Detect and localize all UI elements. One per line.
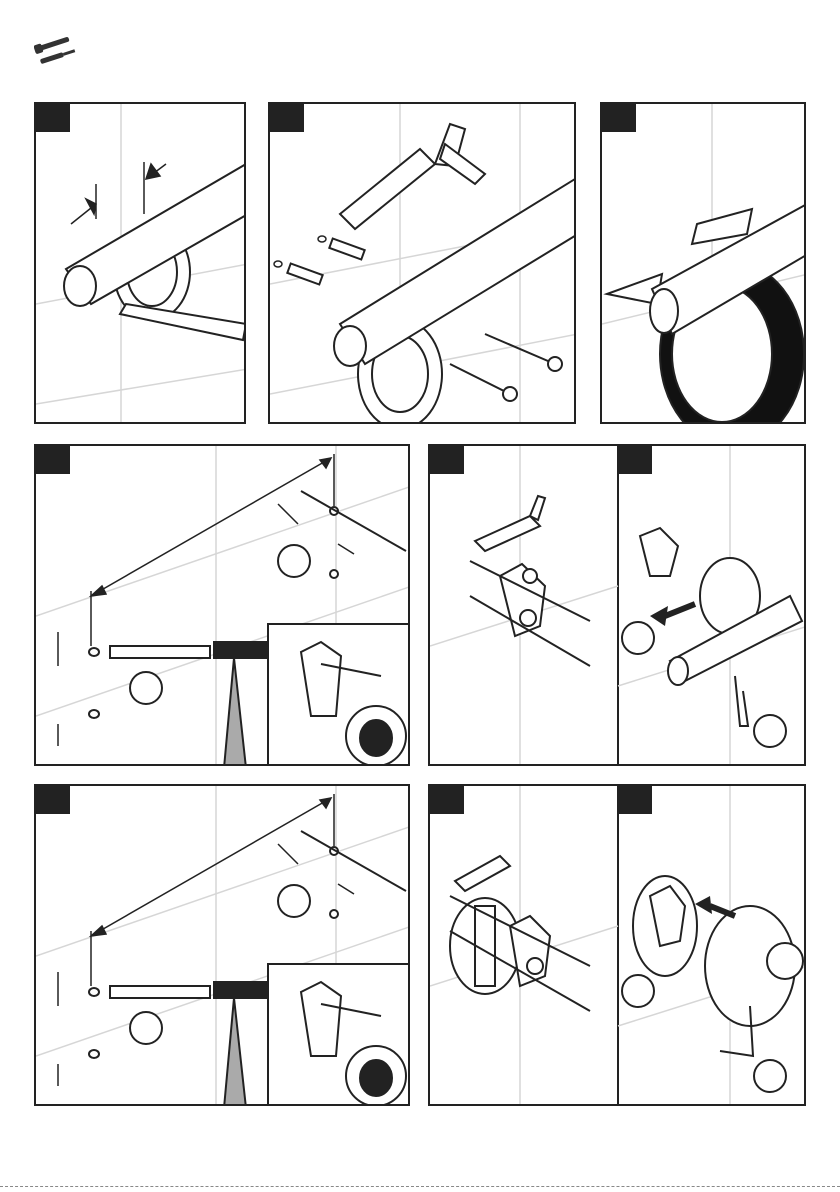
mount-plate-bracket-illustration	[430, 786, 806, 1106]
step-7-panel	[428, 784, 806, 1106]
step-5-panel	[428, 444, 806, 766]
step-2-panel	[268, 102, 576, 424]
step-1-panel	[34, 102, 246, 424]
step-3-panel	[600, 102, 806, 424]
mark-position-illustration	[36, 104, 246, 424]
wrench-screwdriver-icon	[34, 34, 78, 68]
drill-holes-second-side-illustration	[36, 786, 410, 1106]
remove-old-anchors-illustration	[270, 104, 576, 424]
drill-holes-illustration	[36, 446, 410, 766]
step-4-panel	[34, 444, 410, 766]
step-6-panel	[34, 784, 410, 1106]
mount-bracket-screws-illustration	[430, 446, 806, 766]
page-bottom-rule	[0, 1186, 840, 1187]
protective-tape-illustration	[602, 104, 806, 424]
